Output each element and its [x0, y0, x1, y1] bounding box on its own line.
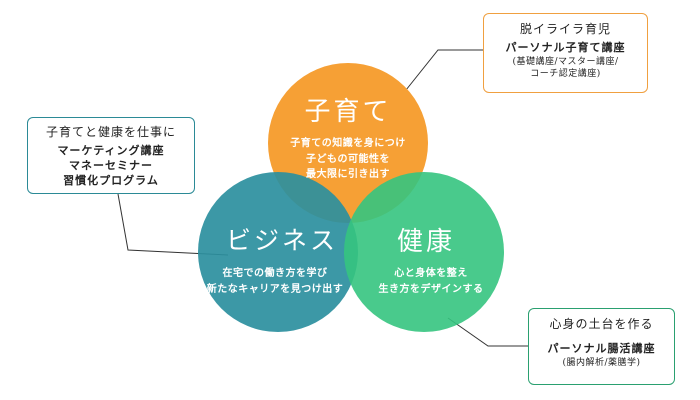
box-title-business: 子育てと健康を仕事に [45, 125, 176, 139]
circle-title-kosodate: 子育て [304, 97, 392, 127]
connector-business [117, 193, 229, 256]
circle-desc-kenko: 心と身体を整え 生き方をデザインする [378, 268, 484, 295]
box-title-kenko: 心身の土台を作る [549, 317, 654, 331]
box-sub: (基礎講座/マスター講座/ [512, 57, 619, 68]
box-item: パーソナル子育て講座 [505, 41, 626, 55]
box-item: マーケティング講座 [57, 144, 165, 158]
box-sub: コーチ認定講座) [530, 69, 601, 80]
box-item: パーソナル腸活講座 [547, 342, 656, 356]
connector-kosodate [397, 49, 483, 101]
box-item: マネーセミナー [69, 159, 153, 173]
box-sub: (腸内解析/薬膳学) [562, 358, 641, 369]
circle-title-kenko: 健康 [396, 227, 455, 257]
info-box-kosodate: 脱イライラ育児 パーソナル子育て講座 (基礎講座/マスター講座/ コーチ認定講座… [483, 13, 648, 93]
info-box-business: 子育てと健康を仕事に マーケティング講座 マネーセミナー 習慣化プログラム [27, 117, 195, 194]
circle-business [198, 172, 358, 332]
info-box-kenko: 心身の土台を作る パーソナル腸活講座 (腸内解析/薬膳学) [528, 308, 675, 385]
box-title-kosodate: 脱イライラ育児 [519, 22, 611, 36]
box-item: 習慣化プログラム [63, 173, 159, 187]
connector-kenko [447, 317, 528, 347]
circle-desc-kosodate: 子育ての知識を身につけ 子どもの可能性を 最大限に引き出す [290, 138, 406, 180]
circle-desc-business: 在宅での働き方を学び 新たなキャリアを見つけ出す [206, 268, 344, 295]
circle-kenko [344, 172, 504, 332]
circle-title-business: ビジネス [225, 226, 338, 255]
